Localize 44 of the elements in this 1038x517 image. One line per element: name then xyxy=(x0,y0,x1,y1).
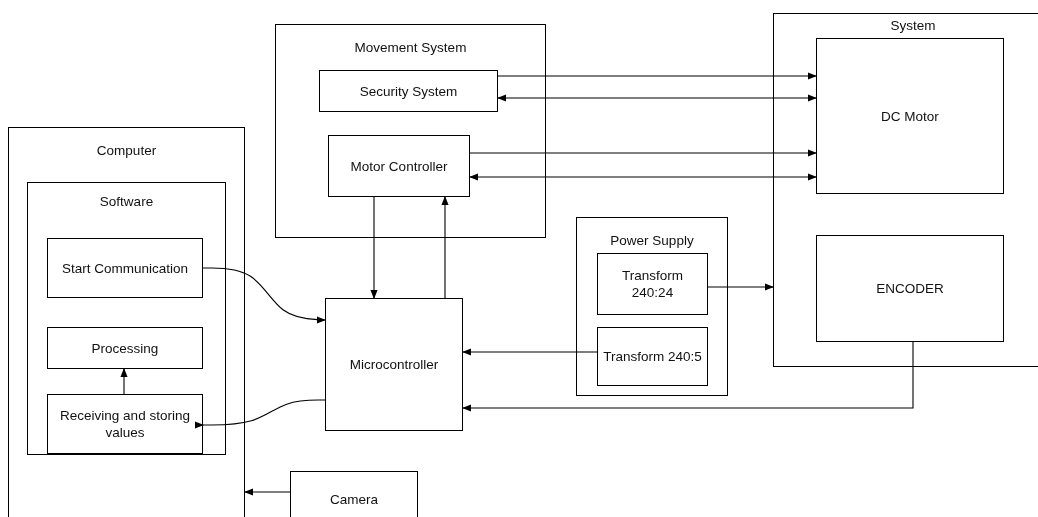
computer-group xyxy=(8,127,245,517)
arrow xyxy=(707,283,774,291)
process-box xyxy=(325,298,463,431)
system-group xyxy=(773,13,1038,367)
group-title: Software xyxy=(98,193,155,210)
box-label: Start Communication xyxy=(60,259,190,277)
arrow xyxy=(244,488,291,496)
power-supply-group xyxy=(576,217,728,396)
arrow xyxy=(497,72,817,80)
system-group xyxy=(275,24,546,238)
box-label: ENCODER xyxy=(875,280,945,297)
process-box xyxy=(47,327,203,369)
arrow xyxy=(469,149,817,157)
group-title: Computer xyxy=(95,142,158,159)
arrow xyxy=(497,94,817,102)
arrow xyxy=(441,196,449,299)
box-label: Security System xyxy=(358,82,459,100)
process-box xyxy=(47,394,203,454)
process-box xyxy=(319,70,498,112)
box-label: Microcontroller xyxy=(348,356,440,373)
process-box xyxy=(816,235,1004,342)
arrow xyxy=(462,341,914,412)
arrow xyxy=(370,196,378,299)
process-box xyxy=(597,327,708,386)
process-box xyxy=(47,238,203,298)
group-title: Movement System xyxy=(353,39,468,56)
process-box xyxy=(597,253,708,315)
group-title: System xyxy=(889,17,937,34)
arrow xyxy=(462,348,598,356)
box-label: Camera xyxy=(329,490,379,508)
box-label: Transform 240:5 xyxy=(602,348,703,365)
box-label: Transform 240:24 xyxy=(621,267,684,301)
arrow xyxy=(120,368,128,395)
group-title: Power Supply xyxy=(609,232,695,249)
box-label: Processing xyxy=(90,339,160,357)
process-box xyxy=(816,38,1004,194)
process-box xyxy=(328,135,470,197)
process-box xyxy=(290,471,418,517)
box-label: DC Motor xyxy=(880,107,940,125)
box-label: Motor Controller xyxy=(349,157,449,175)
box-label: Receiving and storing values xyxy=(59,407,191,441)
software-group xyxy=(27,182,226,455)
arrow xyxy=(469,173,817,181)
arrow xyxy=(202,267,326,324)
